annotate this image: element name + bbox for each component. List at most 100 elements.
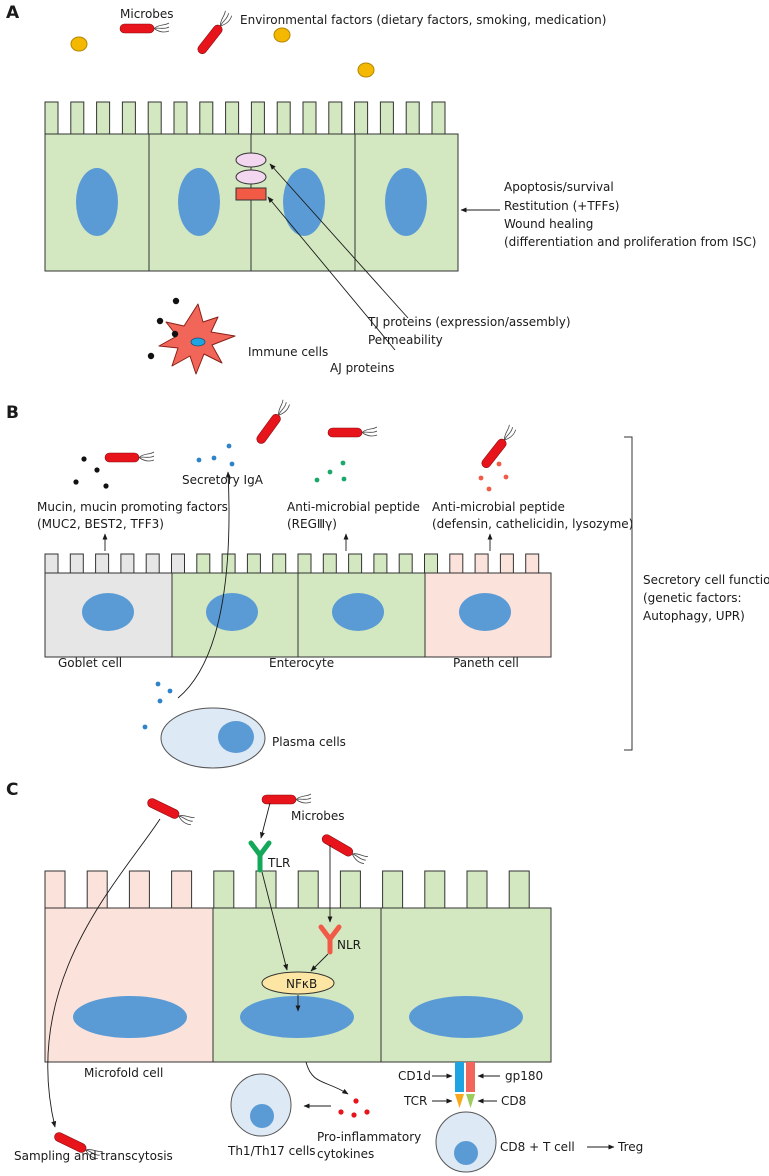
nucleus xyxy=(218,721,254,753)
microvillus xyxy=(171,870,193,909)
enterocyte-cell xyxy=(380,907,552,1063)
microvillus xyxy=(272,553,287,574)
panel-c: C Microbes TLR NLR NFκ xyxy=(6,780,643,1173)
microvillus xyxy=(121,101,136,135)
microvillus xyxy=(398,553,413,574)
microvillus xyxy=(431,101,446,135)
cd1d-label: CD1d xyxy=(398,1069,431,1083)
reg3g-label: (REGⅢγ) xyxy=(287,517,337,531)
microvillus xyxy=(128,870,150,909)
microvillus xyxy=(213,870,235,909)
microvillus xyxy=(70,101,85,135)
microvillus xyxy=(95,553,110,574)
microvillus xyxy=(173,101,188,135)
cd8-label: CD8 xyxy=(501,1094,526,1108)
apoptosis-label: Apoptosis/survival xyxy=(504,180,614,194)
secretory-function-label: Secretory cell function xyxy=(643,573,769,587)
microvillus xyxy=(297,870,319,909)
microvillus xyxy=(405,101,420,135)
microvillus xyxy=(302,101,317,135)
nlr-receptor xyxy=(318,924,342,955)
cd8-t-cell-label: CD8 + T cell xyxy=(500,1140,575,1154)
microvillus xyxy=(120,553,135,574)
microfold-cell xyxy=(44,907,214,1063)
microvillus xyxy=(322,553,337,574)
microvillus xyxy=(69,553,84,574)
microbes-label: Microbes xyxy=(120,7,174,21)
microbe-bacterium xyxy=(320,831,369,866)
panel-b: B Secretory IgA Mucin, mucin promoting f… xyxy=(6,399,769,769)
microvillus xyxy=(379,101,394,135)
sampling-label: Sampling and transcytosis xyxy=(14,1149,173,1163)
enterocyte-label: Enterocyte xyxy=(269,656,334,670)
microvillus xyxy=(466,870,488,909)
microvillus xyxy=(424,553,438,574)
mucin-factors-label: (MUC2, BEST2, TFF3) xyxy=(37,517,164,531)
epithelium-b xyxy=(44,553,552,658)
amp-label-enterocyte: Anti-microbial peptide xyxy=(287,500,420,514)
nucleus xyxy=(73,996,187,1038)
nfkb-label: NFκB xyxy=(286,977,317,991)
microvillus xyxy=(424,870,446,909)
nucleus xyxy=(409,996,523,1038)
microvillus xyxy=(297,553,312,574)
panel-a-letter: A xyxy=(6,3,20,23)
mucin-label: Mucin, mucin promoting factors xyxy=(37,500,228,514)
microvilli xyxy=(44,870,530,909)
wound-healing-label: Wound healing xyxy=(504,217,593,231)
microvillus xyxy=(145,553,160,574)
proinflammatory-label: Pro-inflammatory xyxy=(317,1130,421,1144)
microvillus xyxy=(339,870,361,909)
tcr-molecule xyxy=(455,1094,464,1108)
nlr-label: NLR xyxy=(337,938,361,952)
nucleus xyxy=(332,593,384,631)
restitution-label: Restitution (+TFFs) xyxy=(504,199,619,213)
microvillus xyxy=(246,553,261,574)
tight-junction-protein xyxy=(235,152,267,168)
nucleus xyxy=(459,593,511,631)
microvillus xyxy=(499,553,514,574)
immune-cells-label: Immune cells xyxy=(248,345,328,359)
microvillus xyxy=(508,870,530,909)
microvillus xyxy=(199,101,214,135)
cd8-molecule xyxy=(466,1094,475,1108)
treg-label: Treg xyxy=(617,1140,643,1154)
microvillus xyxy=(474,553,489,574)
tlr-label: TLR xyxy=(267,856,290,870)
microvilli xyxy=(44,553,540,574)
panel-c-letter: C xyxy=(6,780,18,800)
secretory-iga-label: Secretory IgA xyxy=(182,473,264,487)
tj-proteins-label: TJ proteins (expression/assembly) xyxy=(367,315,571,329)
adherens-junction-protein xyxy=(235,187,267,201)
epithelium-c xyxy=(44,870,552,1063)
microvillus xyxy=(86,870,108,909)
environmental-particle xyxy=(273,27,291,43)
microvillus xyxy=(449,553,464,574)
microbe-bacterium xyxy=(253,399,292,446)
nfkb-complex xyxy=(261,971,335,995)
panel-b-letter: B xyxy=(6,403,19,423)
nucleus xyxy=(250,1104,274,1128)
microbe-bacterium xyxy=(104,451,155,463)
microbe-bacterium xyxy=(261,793,312,805)
microvillus xyxy=(147,101,162,135)
microvillus xyxy=(373,553,388,574)
microvillus xyxy=(221,553,236,574)
microvillus xyxy=(354,101,369,135)
microbes-label-c: Microbes xyxy=(291,809,345,823)
immune-cell xyxy=(158,303,236,375)
microbe-bacterium xyxy=(145,795,195,827)
th-cells-label: Th1/Th17 cells xyxy=(227,1144,316,1158)
paneth-cell-label: Paneth cell xyxy=(453,656,519,670)
differentiation-label: (differentiation and proliferation from … xyxy=(504,235,756,249)
microvillus xyxy=(196,553,211,574)
microvillus xyxy=(382,870,404,909)
microfold-cell-label: Microfold cell xyxy=(84,1066,163,1080)
tcr-label: TCR xyxy=(403,1094,427,1108)
microbe-bacterium xyxy=(194,10,234,56)
microbe-bacterium xyxy=(327,426,378,438)
epithelium-a xyxy=(44,101,459,272)
microvillus xyxy=(44,101,59,135)
microvillus xyxy=(225,101,240,135)
